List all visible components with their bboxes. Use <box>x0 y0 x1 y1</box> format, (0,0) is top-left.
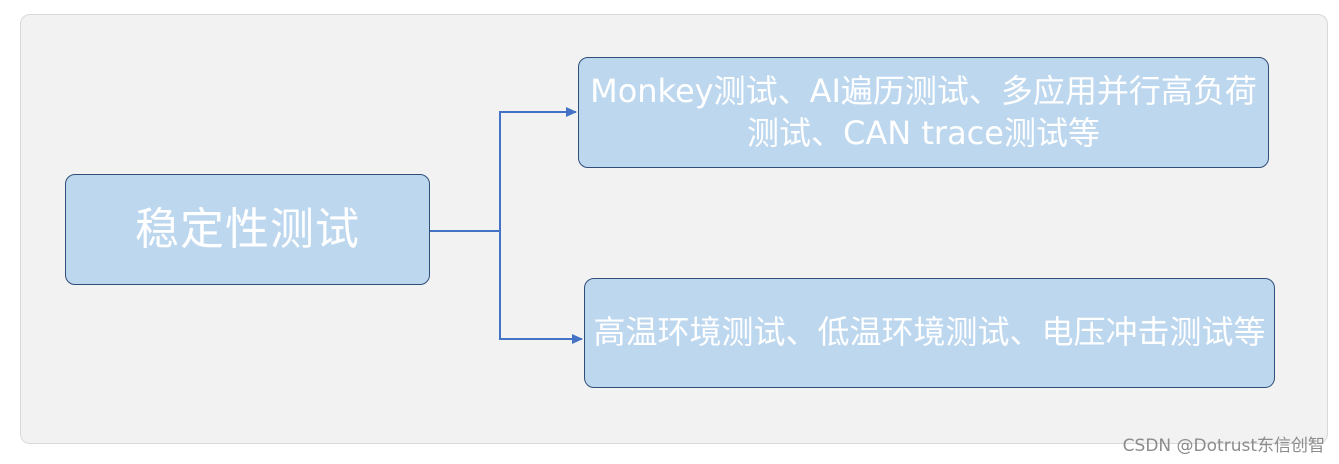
child-node-environment-tests: 高温环境测试、低温环境测试、电压冲击测试等 <box>584 278 1275 388</box>
connector-root-to-child-1 <box>430 107 577 232</box>
connector-root-to-child-2 <box>499 231 583 344</box>
child-node-1-label: Monkey测试、AI遍历测试、多应用并行高负荷测试、CAN trace测试等 <box>590 71 1257 152</box>
child-node-2-label: 高温环境测试、低温环境测试、电压冲击测试等 <box>593 313 1266 352</box>
child-node-software-tests: Monkey测试、AI遍历测试、多应用并行高负荷测试、CAN trace测试等 <box>578 57 1269 168</box>
watermark-text: CSDN @Dotrust东信创智 <box>1122 436 1325 456</box>
root-node-stability-testing: 稳定性测试 <box>65 174 430 285</box>
root-node-label: 稳定性测试 <box>135 203 360 255</box>
